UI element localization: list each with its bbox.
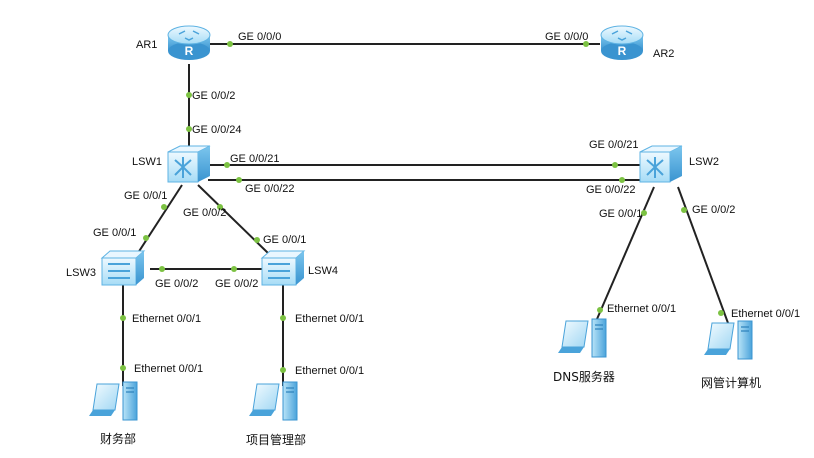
port-dot-lsw1-ge002 xyxy=(217,204,223,210)
port-label-ar1-ge002: GE 0/0/2 xyxy=(192,90,235,102)
access-switch-icon xyxy=(268,263,290,279)
device-label-lsw2: LSW2 xyxy=(689,156,719,168)
switch-lsw1[interactable] xyxy=(167,145,211,183)
device-label-pc-dns: DNS服务器 xyxy=(553,369,615,384)
port-label-dns-eth001: Ethernet 0/0/1 xyxy=(607,303,676,315)
router-glyph-icon: R xyxy=(185,44,194,58)
port-label-lsw1-ge0021: GE 0/0/21 xyxy=(230,153,280,165)
port-label-lsw3-eth001: Ethernet 0/0/1 xyxy=(132,313,201,325)
monitor-icon xyxy=(707,322,735,350)
port-label-nms-eth001: Ethernet 0/0/1 xyxy=(731,308,800,320)
port-dot-lsw4-ge001 xyxy=(254,237,260,243)
pc-nms[interactable] xyxy=(704,320,753,360)
port-label-lsw1-ge0024: GE 0/0/24 xyxy=(192,124,242,136)
port-label-lsw1-ge002: GE 0/0/2 xyxy=(183,207,226,219)
port-label-pc-finance-eth001: Ethernet 0/0/1 xyxy=(134,363,203,375)
port-label-ar1-ge000: GE 0/0/0 xyxy=(238,31,281,43)
port-label-ar2-ge000: GE 0/0/0 xyxy=(545,31,588,43)
port-dot-lsw3-ge001 xyxy=(143,235,149,241)
device-label-pc-project: 项目管理部 xyxy=(246,432,306,447)
switch-lsw3[interactable] xyxy=(100,250,146,286)
router-glyph-icon: R xyxy=(618,44,627,58)
core-switch-icon xyxy=(646,157,664,178)
port-dot-ar1-ge002 xyxy=(186,92,192,98)
pc-finance[interactable] xyxy=(89,381,138,421)
port-dot-ar1-ge000 xyxy=(227,41,233,47)
port-dot-ar2-ge000 xyxy=(583,41,589,47)
link-lsw1-lsw4[interactable] xyxy=(197,184,271,256)
link-lsw1-lsw3[interactable] xyxy=(135,184,183,257)
monitor-icon xyxy=(92,383,120,411)
core-switch-icon xyxy=(174,157,192,178)
monitor-icon xyxy=(561,320,589,348)
port-dot-lsw4-ge002 xyxy=(231,266,237,272)
device-label-pc-nms: 网管计算机 xyxy=(701,375,761,390)
port-label-lsw2-ge0022: GE 0/0/22 xyxy=(586,184,636,196)
device-label-pc-finance: 财务部 xyxy=(100,431,136,446)
port-dot-pc-finance-eth001 xyxy=(120,365,126,371)
port-label-lsw3-ge001: GE 0/0/1 xyxy=(93,227,136,239)
router-arrows-icon xyxy=(611,30,633,41)
port-label-lsw1-ge0022: GE 0/0/22 xyxy=(245,183,295,195)
device-label-lsw3: LSW3 xyxy=(66,267,96,279)
port-label-lsw3-ge002: GE 0/0/2 xyxy=(155,278,198,290)
port-dot-lsw3-eth001 xyxy=(120,315,126,321)
port-label-lsw2-ge002: GE 0/0/2 xyxy=(692,204,735,216)
port-label-lsw4-ge002: GE 0/0/2 xyxy=(215,278,258,290)
router-arrows-icon xyxy=(178,30,200,41)
access-switch-icon xyxy=(108,263,130,279)
device-label-lsw4: LSW4 xyxy=(308,265,338,277)
port-dot-lsw2-ge002 xyxy=(681,207,687,213)
port-label-lsw2-ge001: GE 0/0/1 xyxy=(599,208,642,220)
port-dot-lsw4-eth001 xyxy=(280,315,286,321)
port-dots xyxy=(120,41,724,373)
port-dot-nms-eth001 xyxy=(718,310,724,316)
port-dot-pc-project-eth001 xyxy=(280,367,286,373)
pc-dns-server[interactable] xyxy=(558,318,607,358)
port-dot-lsw3-ge002 xyxy=(159,266,165,272)
port-dot-lsw1-ge001 xyxy=(161,204,167,210)
port-dot-lsw1-ge0022 xyxy=(236,177,242,183)
port-dot-lsw1-ge0024 xyxy=(186,126,192,132)
port-label-pc-project-eth001: Ethernet 0/0/1 xyxy=(295,365,364,377)
port-label-lsw1-ge001: GE 0/0/1 xyxy=(124,190,167,202)
port-dot-dns-eth001 xyxy=(597,307,603,313)
port-dot-lsw2-ge0021 xyxy=(612,162,618,168)
pc-project[interactable] xyxy=(249,381,298,421)
switch-lsw2[interactable] xyxy=(639,145,683,183)
port-label-lsw2-ge0021: GE 0/0/21 xyxy=(589,139,639,151)
port-dot-lsw2-ge001 xyxy=(641,210,647,216)
port-label-lsw4-ge001: GE 0/0/1 xyxy=(263,234,306,246)
router-ar2[interactable]: R xyxy=(600,25,644,60)
device-label-lsw1: LSW1 xyxy=(132,156,162,168)
device-label-ar2: AR2 xyxy=(653,48,674,60)
router-ar1[interactable]: R xyxy=(167,25,211,60)
port-dot-lsw1-ge0021 xyxy=(224,162,230,168)
port-label-lsw4-eth001: Ethernet 0/0/1 xyxy=(295,313,364,325)
monitor-icon xyxy=(252,383,280,411)
device-label-ar1: AR1 xyxy=(136,39,157,51)
switch-lsw4[interactable] xyxy=(260,250,306,286)
port-dot-lsw2-ge0022 xyxy=(619,177,625,183)
